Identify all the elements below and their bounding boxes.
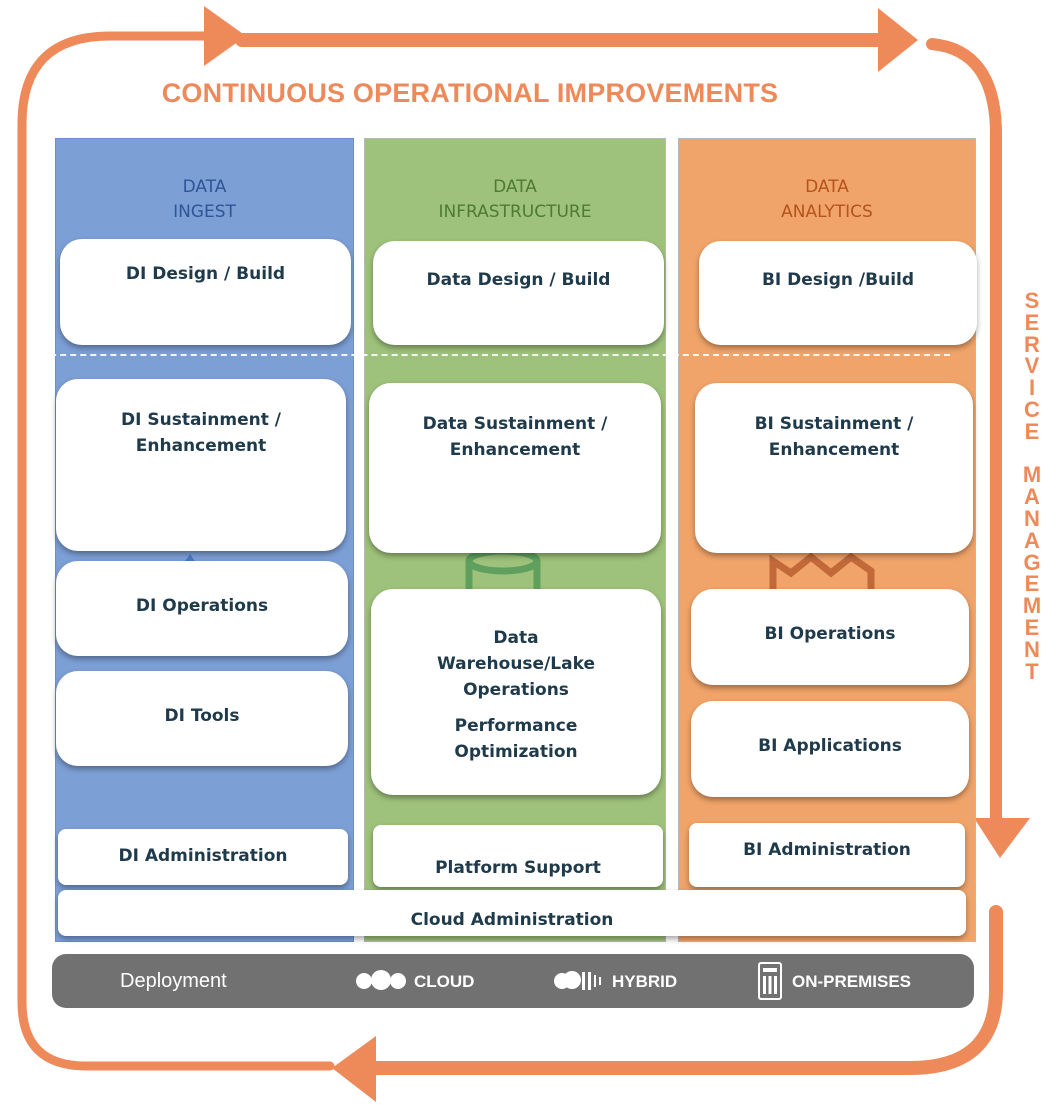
column-data-infrastructure: DATA INFRASTRUCTURE Data Design / Build … xyxy=(364,138,666,942)
bi-applications-box: BI Applications xyxy=(691,701,969,797)
column-heading-line2: ANALYTICS xyxy=(781,202,873,222)
di-design-build-box: DI Design / Build xyxy=(60,239,351,345)
box-label: Platform Support xyxy=(435,858,601,878)
di-operations-box: DI Operations xyxy=(56,561,348,656)
box-label-line3: Operations xyxy=(463,680,569,700)
side-title-letter: S xyxy=(1024,288,1040,313)
arrow-head-right-down xyxy=(974,818,1030,858)
column-heading-line1: DATA xyxy=(805,177,849,197)
box-label: BI Applications xyxy=(758,736,902,756)
data-warehouse-operations-box: Data Warehouse/Lake Operations Performan… xyxy=(371,589,661,795)
box-label: BI Operations xyxy=(764,624,896,644)
column-data-analytics: DATA ANALYTICS BI Design /Build BI Susta… xyxy=(678,138,977,942)
deploy-option-hybrid: HYBRID xyxy=(612,972,678,991)
box-label: Data Design / Build xyxy=(426,270,611,290)
column-heading-line2: INFRASTRUCTURE xyxy=(438,202,592,222)
side-title-letter: M xyxy=(1022,462,1042,488)
deployment-label: Deployment xyxy=(120,970,227,992)
platform-support-box: Platform Support xyxy=(373,825,663,887)
right-lower-curve xyxy=(365,905,1003,1075)
side-title-letter: E xyxy=(1024,571,1040,597)
column-heading: DATA INFRASTRUCTURE xyxy=(365,175,665,225)
box-label: DI Operations xyxy=(135,596,269,616)
bi-sustainment-box: BI Sustainment / Enhancement xyxy=(695,383,973,553)
deploy-option-on-premises: ON-PREMISES xyxy=(792,972,912,991)
side-title-letter: A xyxy=(1024,484,1040,510)
bi-design-build-box: BI Design /Build xyxy=(699,241,977,345)
box-label-line2: Enhancement xyxy=(449,440,581,460)
side-title-letter: C xyxy=(1024,396,1040,422)
box-label-line1: Data Sustainment / xyxy=(422,414,608,434)
bi-operations-box: BI Operations xyxy=(691,589,969,685)
side-title-letter: R xyxy=(1024,331,1040,357)
side-title-letter: G xyxy=(1023,549,1041,575)
box-label: BI Administration xyxy=(743,840,911,860)
hybrid-icon xyxy=(554,971,601,990)
di-tools-box: DI Tools xyxy=(56,671,348,766)
di-sustainment-box: DI Sustainment / Enhancement xyxy=(56,379,346,551)
side-title-letter: E xyxy=(1024,418,1040,444)
data-design-build-box: Data Design / Build xyxy=(373,241,664,345)
box-label: DI Tools xyxy=(164,706,240,726)
analytics-watermark-icon xyxy=(769,552,875,589)
database-watermark-icon xyxy=(465,549,541,593)
cloud-icon xyxy=(356,970,406,990)
box-label-line2: Enhancement xyxy=(768,440,900,460)
dashed-divider xyxy=(30,354,950,356)
box-label-line2: Enhancement xyxy=(135,436,267,456)
side-title-letter: M xyxy=(1022,593,1042,619)
side-title-letter: N xyxy=(1024,505,1040,531)
box-label-line1: BI Sustainment / xyxy=(754,414,914,434)
cloud-administration-box: Cloud Administration xyxy=(58,890,966,936)
column-heading-line1: DATA xyxy=(182,177,227,197)
title-continuous-improvements: CONTINUOUS OPERATIONAL IMPROVEMENTS xyxy=(161,78,779,108)
server-icon xyxy=(758,962,782,1000)
box-label: Cloud Administration xyxy=(410,910,614,930)
column-heading: DATA INGEST xyxy=(56,175,353,225)
column-heading-line2: INGEST xyxy=(173,202,236,222)
loop-arrow-path xyxy=(17,31,335,1071)
deployment-bar: Deployment CLOUD HYBRID ON-PREMISES xyxy=(52,954,974,1008)
bi-administration-box: BI Administration xyxy=(689,823,965,887)
side-title-letter: A xyxy=(1024,527,1040,553)
side-title-space xyxy=(1012,443,1052,465)
arrow-head-top-left xyxy=(204,6,246,66)
side-title-letter: E xyxy=(1024,309,1040,335)
box-label-line2: Warehouse/Lake xyxy=(437,654,595,674)
box-label: BI Design /Build xyxy=(761,270,915,290)
di-administration-box: DI Administration xyxy=(58,829,348,885)
side-title-letter: T xyxy=(1025,658,1039,684)
box-label-line1: DI Sustainment / xyxy=(121,410,281,430)
side-title-letter: N xyxy=(1024,636,1040,662)
right-arrow-path xyxy=(926,38,1002,826)
arrow-head-bottom-left xyxy=(332,1036,376,1102)
side-title-letter: I xyxy=(1028,375,1036,401)
side-title-letter: V xyxy=(1024,353,1040,379)
box-label-line1: Data xyxy=(493,628,539,648)
side-title-letter: E xyxy=(1024,614,1040,640)
deploy-option-cloud: CLOUD xyxy=(414,972,475,991)
column-heading: DATA ANALYTICS xyxy=(679,175,975,225)
column-data-ingest: DATA INGEST DI Design / Build DI Sustain… xyxy=(55,138,354,942)
box-label: DI Design / Build xyxy=(125,264,286,284)
arrow-head-top-right xyxy=(878,8,918,72)
box-label-line4: Performance xyxy=(454,716,578,736)
box-label: DI Administration xyxy=(118,846,288,866)
column-heading-line1: DATA xyxy=(493,177,537,197)
data-sustainment-box: Data Sustainment / Enhancement xyxy=(369,383,661,553)
box-label-line5: Optimization xyxy=(454,742,578,762)
